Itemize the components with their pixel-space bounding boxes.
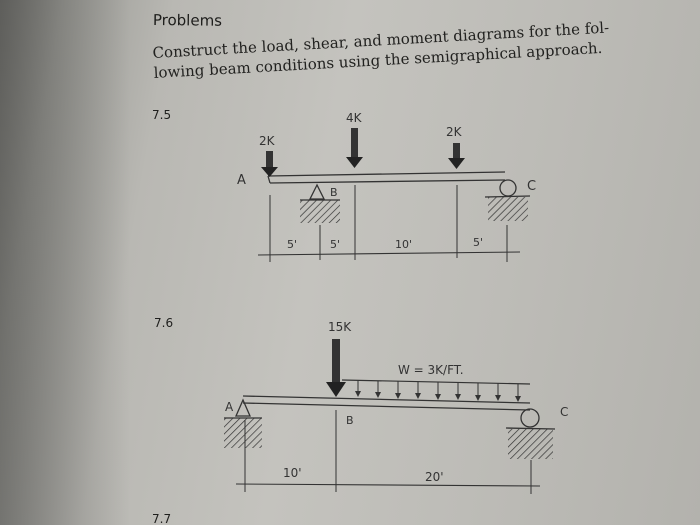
- roller-support-c-7-6: [505, 408, 556, 459]
- point-label-a: A: [237, 173, 246, 188]
- point-label-b: B: [330, 186, 338, 199]
- problem-7-7-number: 7.7: [152, 512, 172, 525]
- dimension-label-5ft-second: 5': [330, 238, 340, 251]
- dimension-label-10ft-7-6: 10': [283, 466, 302, 480]
- distributed-load-label: W = 3K/FT.: [398, 363, 464, 377]
- beam-7-5: [267, 171, 506, 184]
- beam-7-6: [242, 395, 531, 411]
- pin-support-b: [300, 183, 340, 223]
- point-label-c: C: [527, 179, 536, 194]
- dimension-line-7-5: [257, 185, 521, 262]
- load-arrow-2k-left: [261, 151, 278, 177]
- load-label-2k-left: 2K: [259, 134, 276, 148]
- problem-7-5-diagram: 2K 4K 2K A B C: [237, 111, 536, 262]
- pin-support-a: [224, 398, 262, 448]
- roller-support-c: [484, 179, 531, 221]
- point-label-b-7-6: B: [346, 414, 354, 427]
- distributed-load-arrows: [341, 379, 531, 402]
- load-arrow-4k: [346, 128, 363, 168]
- load-label-15k: 15K: [328, 320, 352, 334]
- dimension-label-20ft: 20': [425, 470, 444, 484]
- dimension-label-10ft: 10': [395, 238, 412, 251]
- problem-7-5-number: 7.5: [152, 108, 172, 122]
- dimension-label-5ft-third: 5': [473, 236, 483, 249]
- load-label-2k-right: 2K: [446, 125, 463, 139]
- load-arrow-2k-right: [448, 143, 465, 169]
- point-label-a-7-6: A: [225, 400, 234, 414]
- problem-7-6-diagram: 15K W = 3K/FT. A B C: [224, 320, 568, 494]
- point-label-c-7-6: C: [560, 405, 568, 419]
- dimension-label-5ft-first: 5': [287, 238, 297, 251]
- dimension-line-7-6: [235, 410, 541, 494]
- problem-7-6-number: 7.6: [154, 316, 174, 330]
- load-label-4k: 4K: [346, 111, 363, 125]
- load-arrow-15k: [326, 339, 346, 397]
